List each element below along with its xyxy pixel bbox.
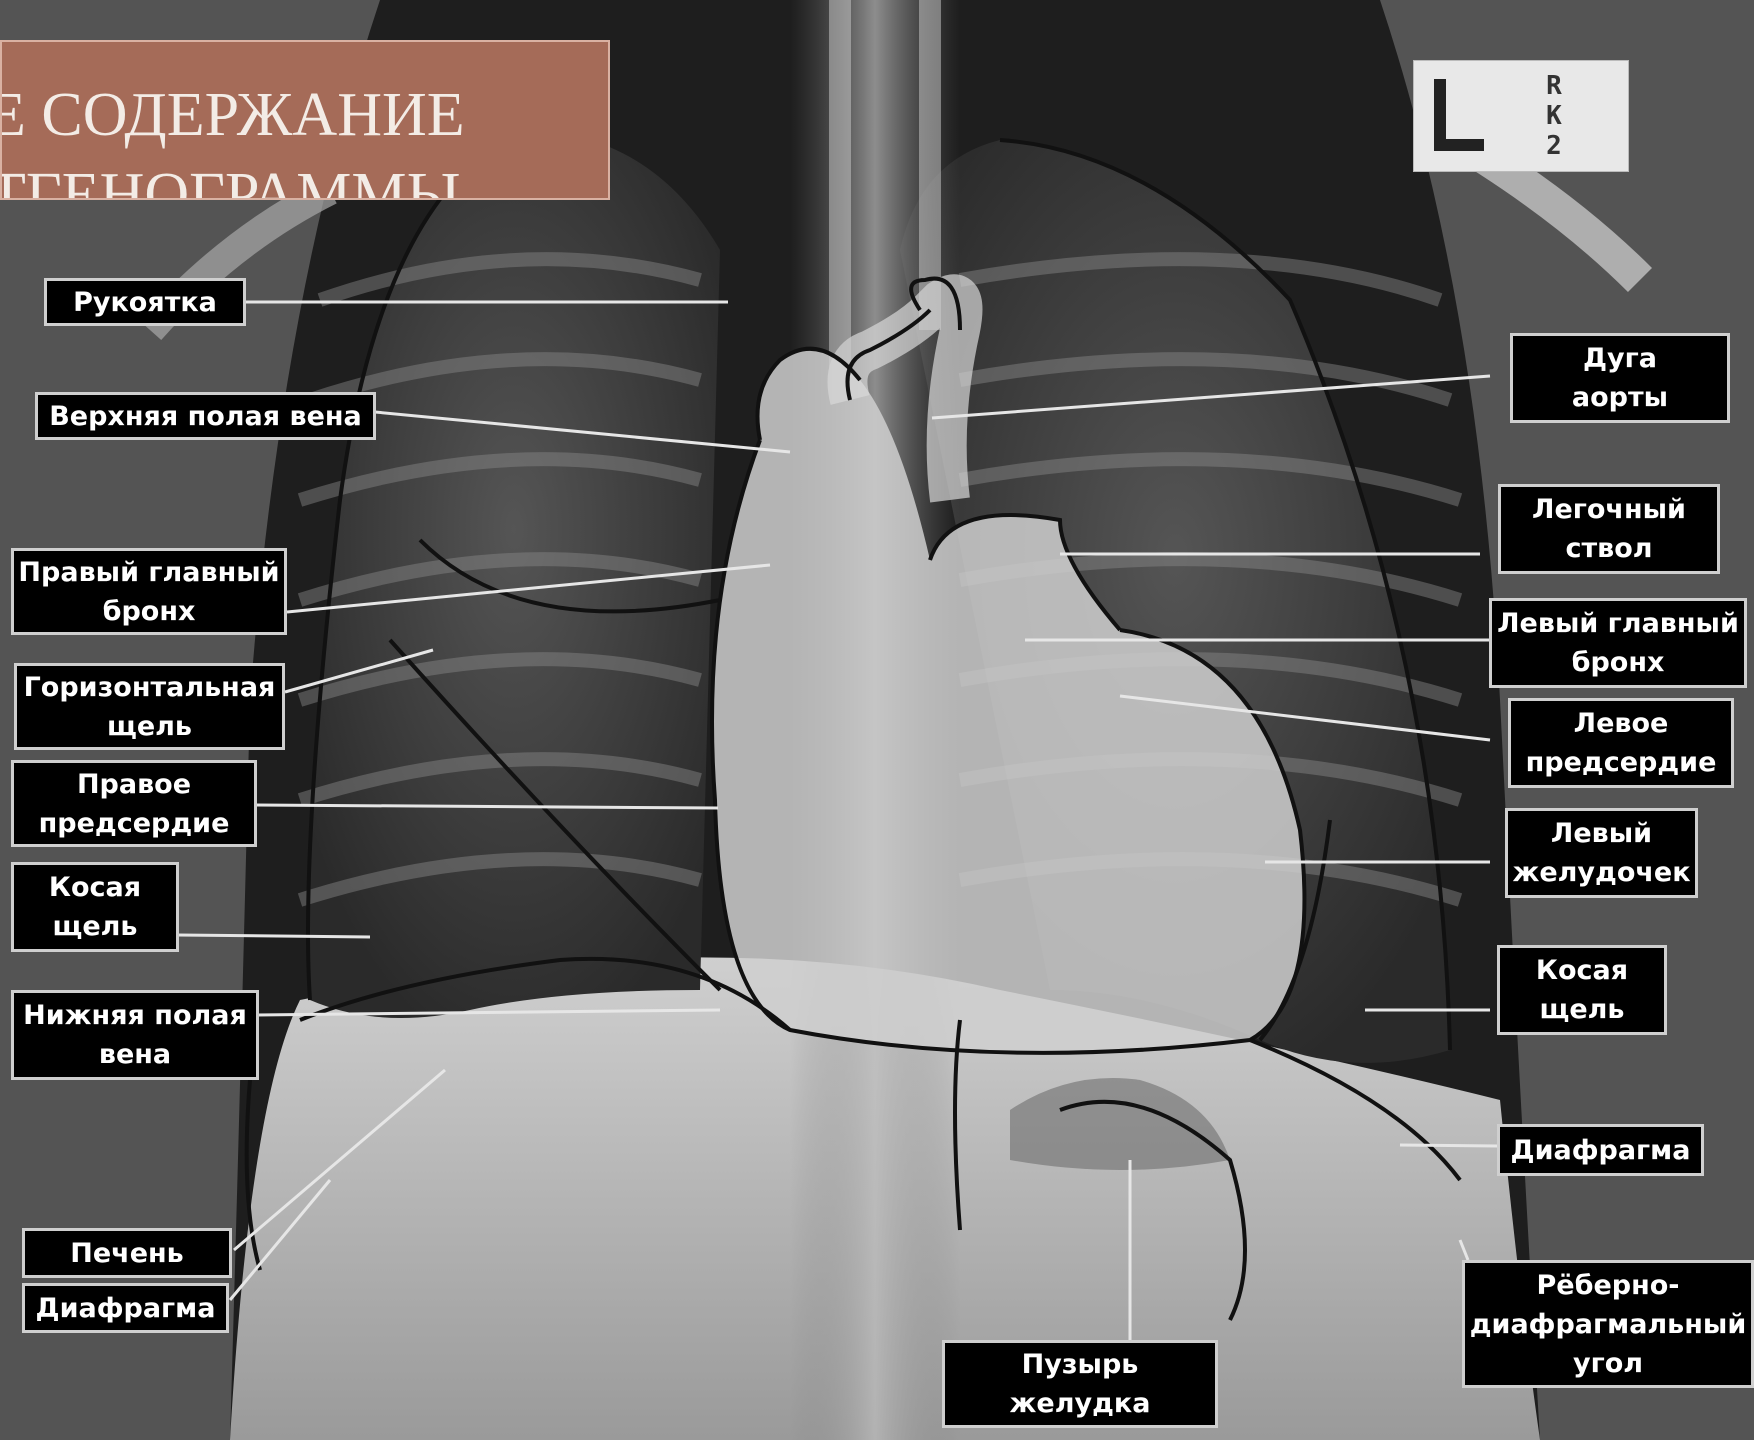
label-text-line: Рукоятка xyxy=(73,283,217,322)
label-text-line: Печень xyxy=(70,1234,183,1273)
label-text-line: бронх xyxy=(1572,643,1665,682)
label-text-line: Левое xyxy=(1574,704,1669,743)
label-text-line: Рёберно- xyxy=(1536,1266,1679,1305)
marker-code: R K 2 xyxy=(1534,71,1574,161)
label-text-line: предсердие xyxy=(1526,743,1717,782)
label-text-line: Пузырь xyxy=(1022,1345,1139,1384)
label-text-line: бронх xyxy=(103,592,196,631)
label-text-line: Левый главный xyxy=(1497,604,1739,643)
label-text-line: Правый главный xyxy=(18,553,279,592)
film-side-marker: R K 2 xyxy=(1413,60,1629,172)
label-text-line: Левый xyxy=(1551,814,1652,853)
label-text-line: диафрагмальный xyxy=(1470,1305,1747,1344)
slide-title-box: Е СОДЕРЖАНИЕ ТГЕНОГРАММЫ xyxy=(0,40,610,200)
label-text-line: Нижняя полая xyxy=(23,996,247,1035)
label-text-line: Косая xyxy=(1536,951,1628,990)
label-text-line: щель xyxy=(107,707,192,746)
label-text-line: желудка xyxy=(1010,1384,1151,1423)
slide-title-line-1: Е СОДЕРЖАНИЕ xyxy=(0,84,465,146)
label-text-line: Косая xyxy=(49,868,141,907)
label-text-line: Горизонтальная xyxy=(24,668,276,707)
label-text-line: Верхняя полая вена xyxy=(49,397,362,436)
label-text-line: Правое xyxy=(77,765,191,804)
label-text-line: щель xyxy=(52,907,137,946)
label-text-line: Диафрагма xyxy=(1511,1131,1691,1170)
label-diaphragm-right-side: Диафрагма xyxy=(1497,1124,1704,1176)
label-text-line: Диафрагма xyxy=(36,1289,216,1328)
label-text-line: Дуга xyxy=(1583,339,1657,378)
label-text-line: угол xyxy=(1573,1344,1643,1383)
label-text-line: щель xyxy=(1539,990,1624,1029)
label-rukoyatka: Рукоятка xyxy=(44,278,246,326)
label-diaphragm-left-side: Диафрагма xyxy=(22,1283,229,1333)
label-liver: Печень xyxy=(22,1228,232,1278)
label-superior-vena-cava: Верхняя полая вена xyxy=(35,392,376,440)
label-text-line: желудочек xyxy=(1512,853,1690,892)
slide-title-line-2: ТГЕНОГРАММЫ xyxy=(0,164,461,200)
label-text-line: Легочный xyxy=(1532,490,1686,529)
label-text-line: аорты xyxy=(1572,378,1668,417)
marker-letter-foot xyxy=(1434,139,1484,151)
label-text-line: вена xyxy=(99,1035,171,1074)
label-text-line: ствол xyxy=(1565,529,1652,568)
label-text-line: предсердие xyxy=(39,804,230,843)
